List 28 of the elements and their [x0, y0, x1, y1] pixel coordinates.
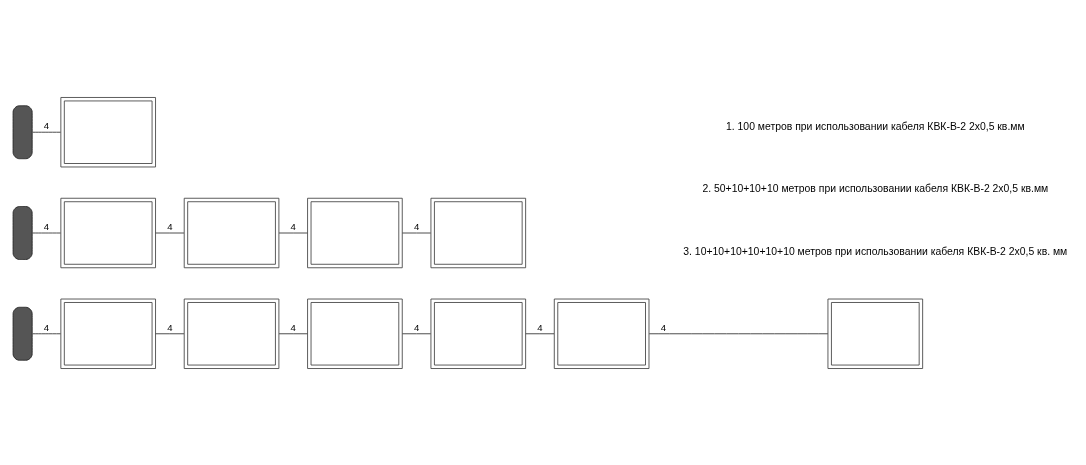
connector [155, 232, 185, 233]
edge-label: 4 [43, 220, 50, 232]
edge-label: 4 [43, 119, 50, 131]
node-box [12, 306, 33, 361]
label: 3. 10+10+10+10+10+10 метров при использовании кабеля КВК-В-2 2х0,5 кв. мм [683, 245, 1068, 257]
connector [278, 332, 308, 334]
label: 1. 100 метров при использовании кабеля КВК-В-2 2х0,5 кв.мм [725, 120, 1025, 132]
edge-label: 4 [413, 321, 420, 333]
edge-label: 4 [413, 220, 420, 232]
edge-label: 4 [290, 321, 296, 333]
connector [525, 332, 555, 334]
connector [155, 332, 185, 334]
connector [648, 332, 829, 334]
edge-label: 4 [537, 321, 543, 333]
connector [32, 232, 61, 233]
label: 2. 50+10+10+10 метров при использовании кабеля КВК-В-2 2х0,5 кв.мм [702, 182, 1049, 194]
edge-label: 4 [43, 321, 50, 333]
edge-label: 4 [167, 321, 173, 333]
edge-label: 4 [290, 220, 296, 232]
node-box [12, 104, 33, 159]
connector [32, 332, 61, 334]
node-box [12, 205, 33, 260]
connector [32, 131, 61, 133]
connector [402, 332, 432, 334]
edge-label: 4 [660, 321, 666, 333]
connector [278, 232, 308, 233]
edge-label: 4 [167, 220, 173, 232]
connector [402, 232, 432, 233]
